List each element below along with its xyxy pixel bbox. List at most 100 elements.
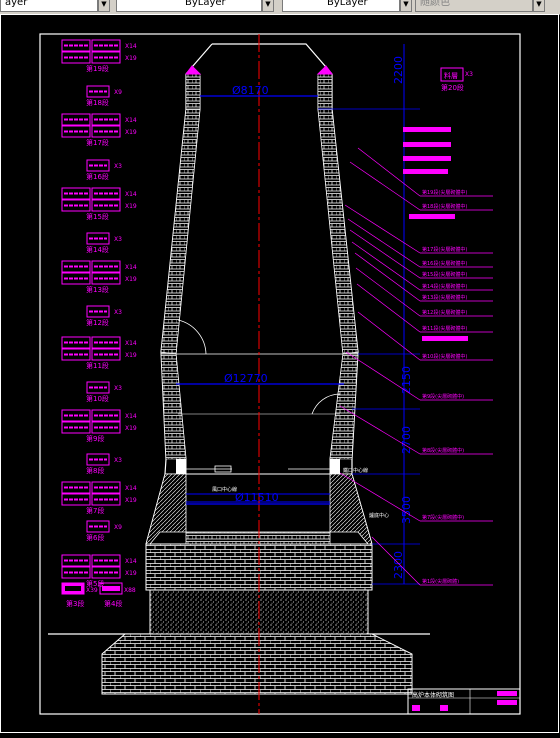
dim-h-lower: 2700 <box>400 426 413 454</box>
dim-mid-width: Ø12770 <box>224 372 268 385</box>
legend-item-label: 第15段 <box>86 212 109 221</box>
label-taphole: 鐵口中心線 <box>343 467 368 474</box>
annotation-text: 第15段(尖層砌體中) <box>422 271 467 278</box>
legend-item-mult: X14 <box>125 413 137 420</box>
legend-brick-block <box>91 566 121 579</box>
legend-brick-block <box>61 113 91 126</box>
dimensions: Ø8170 Ø12770 Ø11510 2200 2150 2700 3500 … <box>176 44 420 585</box>
plotstyle-dropdown[interactable]: 随颜色 <box>415 0 533 12</box>
legend-item-label: 第16段 <box>86 172 109 181</box>
legend-brick-block <box>91 113 121 126</box>
annotation-leader <box>349 229 421 279</box>
legend-item-mult: X19 <box>125 203 137 210</box>
legend-brick-block <box>91 125 121 138</box>
legend-brick-block <box>86 305 110 318</box>
annotation-text: 第12段(尖層砌體中) <box>422 309 467 316</box>
annotation-leader <box>356 283 421 333</box>
top-right-block-label: 第20段 <box>441 83 464 92</box>
layer-dropdown[interactable]: ayer <box>0 0 98 12</box>
annotation-leader <box>349 161 421 211</box>
legend-brick-block <box>91 554 121 567</box>
annotation-leader <box>357 147 421 197</box>
legend-item-mult: X3 <box>114 163 122 170</box>
annotations: 第19段(尖層砌體中)第18段(尖層砌體中)第17段(尖層砌體中)第16段(尖層… <box>339 147 493 586</box>
legend-item-label: 第6段 <box>86 533 104 542</box>
legend-brick-block <box>61 125 91 138</box>
legend-brick-block <box>61 409 91 422</box>
annotation-text: 第1段(尖層砌體) <box>422 578 459 585</box>
title-block: 高炉本体砌筑图 <box>407 688 521 715</box>
title-block-text: 高炉本体砌筑图 <box>412 691 454 699</box>
plotstyle-value: 随颜色 <box>420 0 450 8</box>
sheet-frame <box>39 33 521 715</box>
legend-bottom-right-label: 第4段 <box>104 599 122 608</box>
legend-item-label: 第7段 <box>86 506 104 515</box>
legend-brick-block <box>91 272 121 285</box>
legend-bottom: X39 第3段 X88 第4段 <box>61 582 136 608</box>
legend-brick-block <box>86 85 110 98</box>
lineweight-dropdown-arrow-icon[interactable] <box>400 0 412 12</box>
dim-bottom-width: Ø11510 <box>235 491 279 504</box>
legend-brick-block <box>61 348 91 361</box>
legend-brick-block <box>91 187 121 200</box>
legend-item-mult: X19 <box>125 55 137 62</box>
dim-h-top: 2200 <box>392 56 405 84</box>
legend-brick-block <box>61 272 91 285</box>
legend-item-mult: X14 <box>125 264 137 271</box>
legend-brick-block <box>91 421 121 434</box>
legend-brick-block <box>91 409 121 422</box>
annotation-text: 第16段(尖層砌體中) <box>422 260 467 267</box>
top-right-block-text: 料層 <box>444 71 458 80</box>
legend-item-mult: X9 <box>114 89 122 96</box>
legend-item-mult: X19 <box>125 425 137 432</box>
legend-item: X3 第16段 <box>86 159 122 181</box>
annotation-text: 第17段(尖層砌體中) <box>422 246 467 253</box>
annotation-leader <box>354 252 421 302</box>
legend-item-mult: X19 <box>125 570 137 577</box>
legend-item-label: 第10段 <box>86 394 109 403</box>
linetype-dropdown-arrow-icon[interactable] <box>262 0 274 12</box>
legend-brick-block <box>91 199 121 212</box>
legend-brick-block <box>61 493 91 506</box>
legend-brick-block <box>86 232 110 245</box>
legend-brick-block <box>91 481 121 494</box>
legend-bottom-left-label: 第3段 <box>66 599 84 608</box>
annotation-leader <box>344 204 421 254</box>
legend-item-mult: X3 <box>114 236 122 243</box>
layer-dropdown-arrow-icon[interactable] <box>98 0 110 12</box>
highlight-bars <box>403 127 468 341</box>
linetype-dropdown[interactable]: ByLayer <box>116 0 262 12</box>
hearth <box>145 473 373 545</box>
dim-h-base: 2300 <box>392 551 405 579</box>
legend-item-label: 第8段 <box>86 466 104 475</box>
property-toolbar: ayer ByLayer ByLayer 随颜色 <box>0 0 560 15</box>
legend-item-mult: X19 <box>125 352 137 359</box>
legend-item-mult: X14 <box>125 43 137 50</box>
dim-h-mid: 2150 <box>400 366 413 394</box>
legend-brick-block <box>91 39 121 52</box>
legend-item-mult: X14 <box>125 191 137 198</box>
plotstyle-dropdown-arrow-icon[interactable] <box>533 0 545 12</box>
legend-item-label: 第9段 <box>86 434 104 443</box>
legend-brick-block <box>61 187 91 200</box>
legend-item-mult: X14 <box>125 340 137 347</box>
lineweight-dropdown[interactable]: ByLayer <box>282 0 400 12</box>
legend-item-mult: X14 <box>125 558 137 565</box>
annotation-text: 第8段(尖層砌體中) <box>422 447 464 454</box>
legend-item-label: 第11段 <box>86 361 109 370</box>
annotation-leader <box>351 241 421 291</box>
annotation-text: 第14段(尖層砌體中) <box>422 283 467 290</box>
legend-item-label: 第5段 <box>86 579 104 588</box>
top-right-block-mult: X3 <box>465 71 473 78</box>
